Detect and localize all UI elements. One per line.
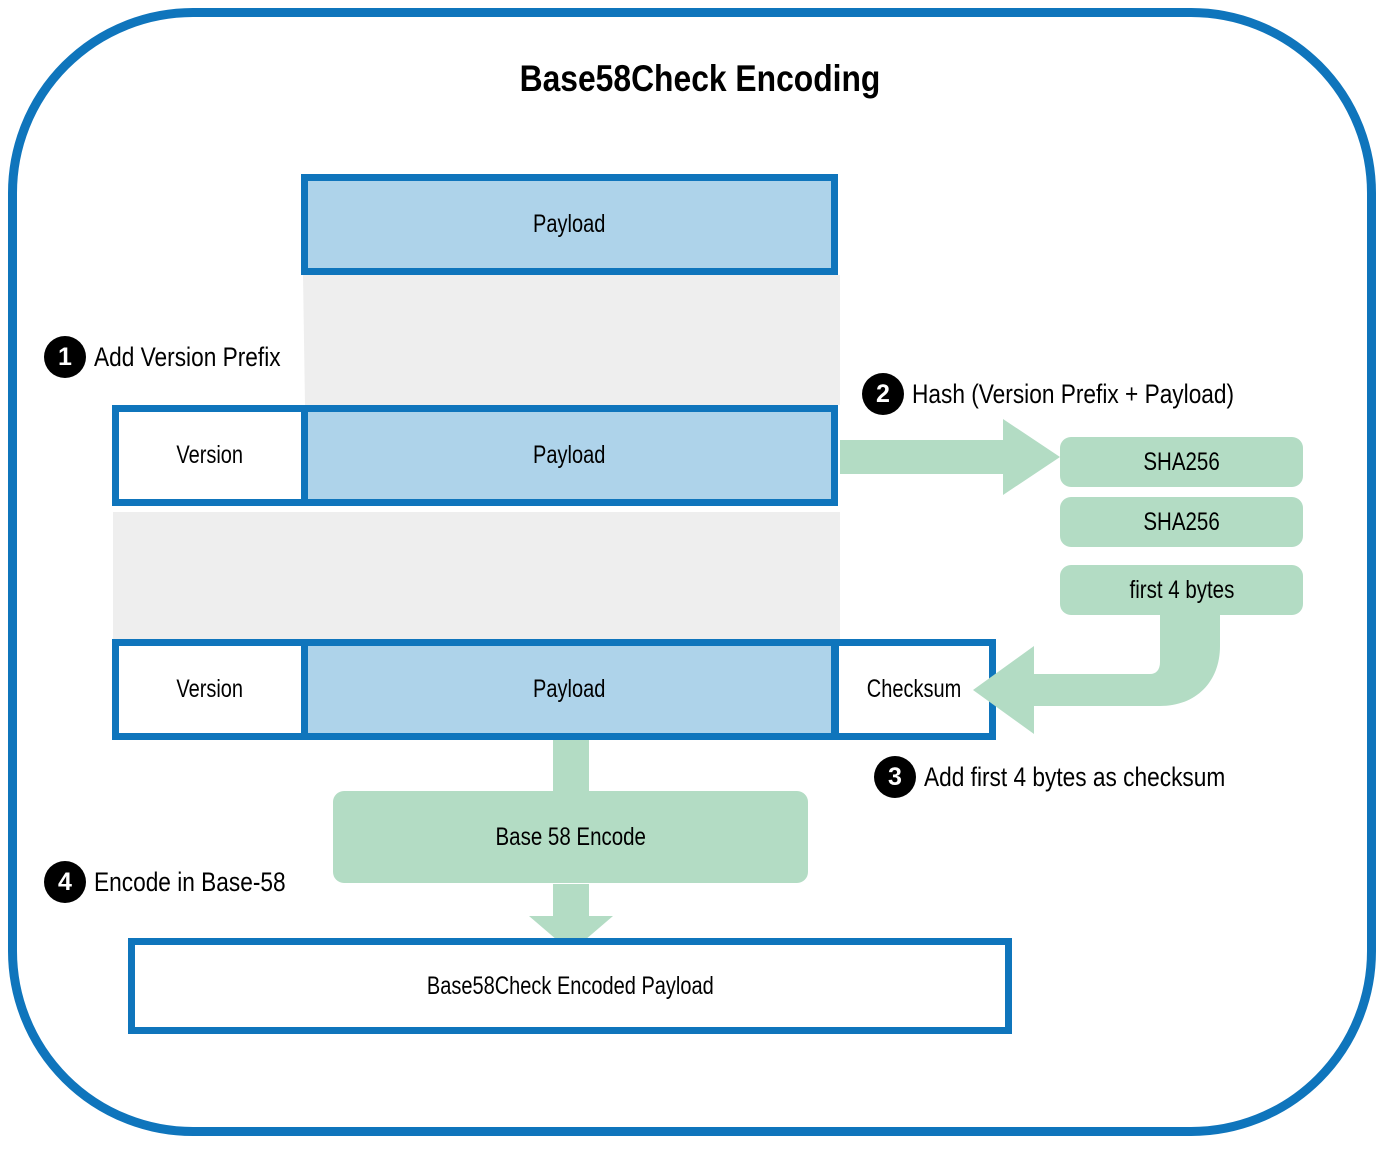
step-3-badge: 3: [874, 756, 916, 798]
step-3-label: Add first 4 bytes as checksum: [924, 761, 1226, 792]
result-box: Base58Check Encoded Payload: [128, 938, 1012, 1034]
base58-encode-label: Base 58 Encode: [495, 822, 646, 851]
step-2-badge: 2: [862, 373, 904, 415]
payload-label-row3: Payload: [533, 675, 606, 703]
step-4-badge: 4: [44, 861, 86, 903]
step-3: 3 Add first 4 bytes as checksum: [874, 756, 1283, 798]
step-1: 1 Add Version Prefix: [44, 336, 316, 378]
base58-encode-box: Base 58 Encode: [333, 791, 808, 883]
step-2-label: Hash (Version Prefix + Payload): [912, 378, 1235, 409]
result-label: Base58Check Encoded Payload: [426, 971, 714, 1000]
payload-label-row2: Payload: [533, 441, 606, 469]
hash-box-sha256-1: SHA256: [1060, 437, 1303, 487]
hash-box-first4bytes: first 4 bytes: [1060, 565, 1303, 615]
step-1-label: Add Version Prefix: [94, 341, 281, 372]
version-label-row2: Version: [176, 441, 244, 469]
step-2: 2 Hash (Version Prefix + Payload): [862, 373, 1295, 415]
step-1-badge: 1: [44, 336, 86, 378]
checksum-box-row3: Checksum: [832, 639, 996, 740]
version-box-row2: Version: [112, 405, 308, 506]
checksum-label-row3: Checksum: [866, 675, 962, 703]
hash-box-label-2: SHA256: [1143, 507, 1220, 536]
payload-box-row3: Payload: [301, 639, 838, 740]
hash-box-label-3: first 4 bytes: [1129, 575, 1234, 604]
payload-label-row1: Payload: [533, 210, 606, 238]
page-title: Base58Check Encoding: [519, 58, 881, 99]
step-4-label: Encode in Base-58: [94, 866, 286, 897]
version-box-row3: Version: [112, 639, 308, 740]
step-4: 4 Encode in Base-58: [44, 861, 322, 903]
diagram-frame: [8, 8, 1376, 1136]
payload-box-row1: Payload: [301, 174, 838, 275]
hash-box-label-1: SHA256: [1143, 447, 1220, 476]
payload-box-row2: Payload: [301, 405, 838, 506]
version-label-row3: Version: [176, 675, 244, 703]
hash-box-sha256-2: SHA256: [1060, 497, 1303, 547]
